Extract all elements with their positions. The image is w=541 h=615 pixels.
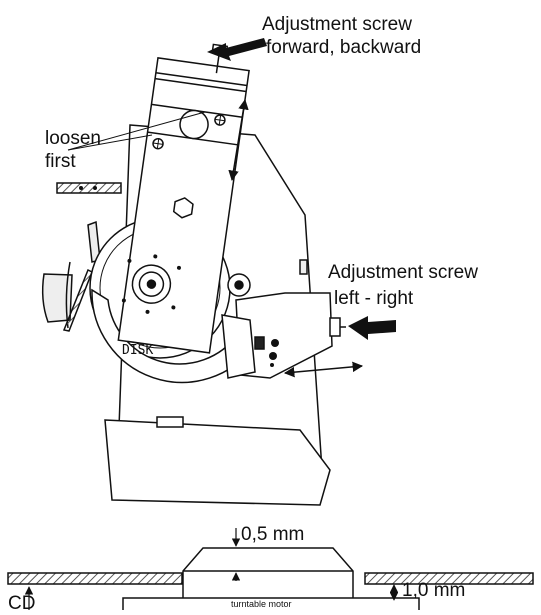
left-knob bbox=[41, 273, 73, 323]
hex-nut bbox=[172, 197, 194, 219]
cd-plate-left bbox=[7, 572, 183, 585]
label-loosen-2: first bbox=[45, 151, 76, 172]
turntable-hub bbox=[182, 547, 354, 585]
base-slot bbox=[156, 416, 184, 428]
pointer-arrow-right bbox=[348, 316, 396, 340]
label-loosen-1: loosen bbox=[45, 128, 101, 149]
arrow-left-right bbox=[283, 361, 364, 378]
brass-lever bbox=[62, 268, 93, 332]
base-plate bbox=[104, 419, 331, 506]
label-screw-fb-2: forward, backward bbox=[266, 37, 421, 58]
cross-section bbox=[7, 547, 534, 612]
arrow-forward-backward bbox=[228, 98, 249, 182]
label-screw-lr-2: left - right bbox=[334, 288, 414, 309]
label-turntable-motor: turntable motor bbox=[231, 599, 292, 609]
dimension-marks bbox=[24, 528, 399, 612]
label-dim-05: 0,5 mm bbox=[241, 524, 304, 545]
loosen-leaders bbox=[67, 111, 206, 151]
hatched-rod bbox=[56, 182, 122, 194]
tilted-arm bbox=[117, 43, 250, 354]
pointer-arrow-top bbox=[207, 38, 267, 61]
screw-lr bbox=[329, 317, 341, 337]
cd-plate-right bbox=[364, 572, 534, 585]
label-cd: CD bbox=[8, 593, 35, 610]
label-dim-10: 1,0 mm bbox=[402, 580, 465, 601]
label-disk: DISK bbox=[122, 343, 153, 358]
label-screw-lr-1: Adjustment screw bbox=[328, 262, 478, 283]
label-screw-fb-1: Adjustment screw bbox=[262, 14, 412, 35]
